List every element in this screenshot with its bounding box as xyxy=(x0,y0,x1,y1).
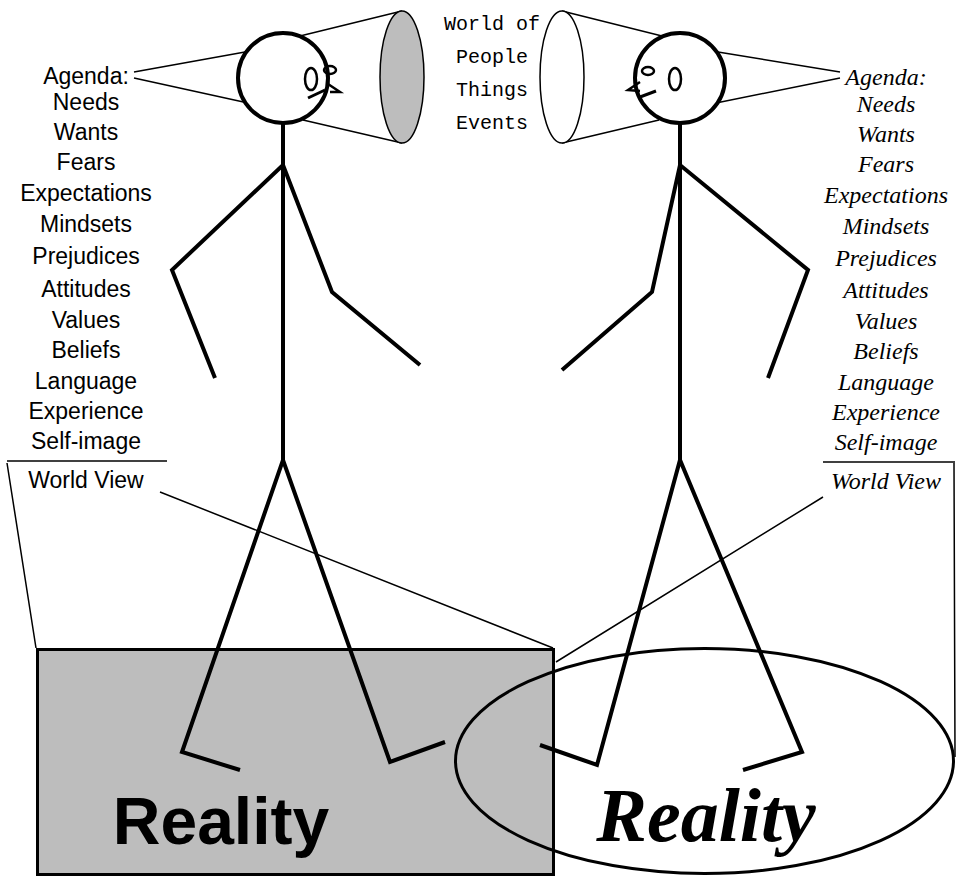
head-right xyxy=(635,33,725,123)
reality-ellipse: Reality xyxy=(454,647,955,875)
label-holder: Fears xyxy=(858,151,914,179)
label-holder: Experience xyxy=(832,399,940,427)
agenda-item: Mindsets xyxy=(40,211,132,237)
agenda-item: Experience xyxy=(832,399,940,427)
reality-box: Reality xyxy=(36,648,555,876)
nose-left xyxy=(328,84,340,92)
agenda-item: Prejudices xyxy=(835,245,937,273)
agenda-leader-right xyxy=(716,52,840,103)
agenda-item: Agenda: xyxy=(845,64,926,92)
label-holder: Values xyxy=(52,307,121,333)
label-holder: Expectations xyxy=(824,182,948,210)
label-holder: Wants xyxy=(54,119,118,145)
label-holder: Mindsets xyxy=(40,211,132,237)
world-view-leader-right xyxy=(556,463,955,757)
ellipse-shape xyxy=(456,649,954,874)
label-holder: Attitudes xyxy=(41,276,131,302)
view-cone-end-right xyxy=(540,11,584,143)
agenda-item: Prejudices xyxy=(32,243,139,269)
label-holder: Beliefs xyxy=(51,337,120,363)
label-holder: Language xyxy=(838,369,934,397)
label-holder: World View xyxy=(28,467,143,493)
world-view-leader-left xyxy=(7,463,553,648)
arms-left xyxy=(172,165,420,378)
agenda-item: Values xyxy=(855,308,918,336)
agenda-item: Wants xyxy=(857,121,915,149)
node-text-holder: Reality xyxy=(596,777,816,853)
legs-right xyxy=(540,460,802,770)
head-left xyxy=(238,33,328,123)
label-holder: Values xyxy=(855,308,918,336)
label-holder: Experience xyxy=(28,398,143,424)
view-cone-end-left xyxy=(380,11,424,143)
label-holder: Self-image xyxy=(835,429,938,457)
agenda-item: Experience xyxy=(28,398,143,424)
ellipse-outline xyxy=(454,647,955,875)
agenda-item: Needs xyxy=(53,89,119,115)
agenda-item: Self-image xyxy=(835,429,938,457)
arms-right xyxy=(562,165,808,378)
list-underline-left xyxy=(7,460,167,462)
label-holder: Expectations xyxy=(20,180,152,206)
label-holder: Self-image xyxy=(31,428,141,454)
label-holder: Needs xyxy=(857,91,916,119)
reality-label: Reality xyxy=(596,777,816,853)
agenda-item: World View xyxy=(831,468,941,496)
eye-right xyxy=(669,68,681,90)
agenda-item: Language xyxy=(838,369,934,397)
agenda-item: Attitudes xyxy=(843,277,928,305)
agenda-item: Agenda: xyxy=(43,63,129,89)
label-holder: Prejudices xyxy=(32,243,139,269)
label-holder: Mindsets xyxy=(843,213,930,241)
agenda-item: Expectations xyxy=(824,182,948,210)
agenda-item: Language xyxy=(35,368,137,394)
agenda-item: Fears xyxy=(858,151,914,179)
node-text-holder: Reality xyxy=(113,788,329,854)
reality-label: Reality xyxy=(113,788,329,854)
legs-left xyxy=(182,460,445,770)
world-label: World of People Things Events xyxy=(440,8,543,140)
label-holder: World View xyxy=(831,468,941,496)
label-holder: Prejudices xyxy=(835,245,937,273)
agenda-leader-left xyxy=(134,52,248,103)
mouth-right xyxy=(640,91,656,97)
label-holder: Agenda: xyxy=(43,63,129,89)
list-underline-right xyxy=(823,461,955,463)
label-holder: World of People Things Events xyxy=(440,8,543,140)
reality-box-fill xyxy=(36,648,555,876)
label-holder: Attitudes xyxy=(843,277,928,305)
agenda-item: Values xyxy=(52,307,121,333)
agenda-item: Beliefs xyxy=(853,338,918,366)
label-holder: Wants xyxy=(857,121,915,149)
eye-left-far xyxy=(324,66,336,74)
agenda-item: World View xyxy=(28,467,143,493)
nose-right xyxy=(628,82,640,91)
mouth-left xyxy=(308,90,325,98)
eye-right-far xyxy=(642,67,654,75)
label-holder: Language xyxy=(35,368,137,394)
agenda-item: Wants xyxy=(54,119,118,145)
label-holder: Needs xyxy=(53,89,119,115)
agenda-item: Mindsets xyxy=(843,213,930,241)
agenda-item: Fears xyxy=(57,149,116,175)
label-holder: Beliefs xyxy=(853,338,918,366)
label-holder: Agenda: xyxy=(845,64,926,92)
agenda-item: Self-image xyxy=(31,428,141,454)
label-holder: Fears xyxy=(57,149,116,175)
agenda-item: Beliefs xyxy=(51,337,120,363)
agenda-item: Expectations xyxy=(20,180,152,206)
agenda-item: Needs xyxy=(857,91,916,119)
agenda-item: Attitudes xyxy=(41,276,131,302)
eye-left xyxy=(305,68,317,90)
